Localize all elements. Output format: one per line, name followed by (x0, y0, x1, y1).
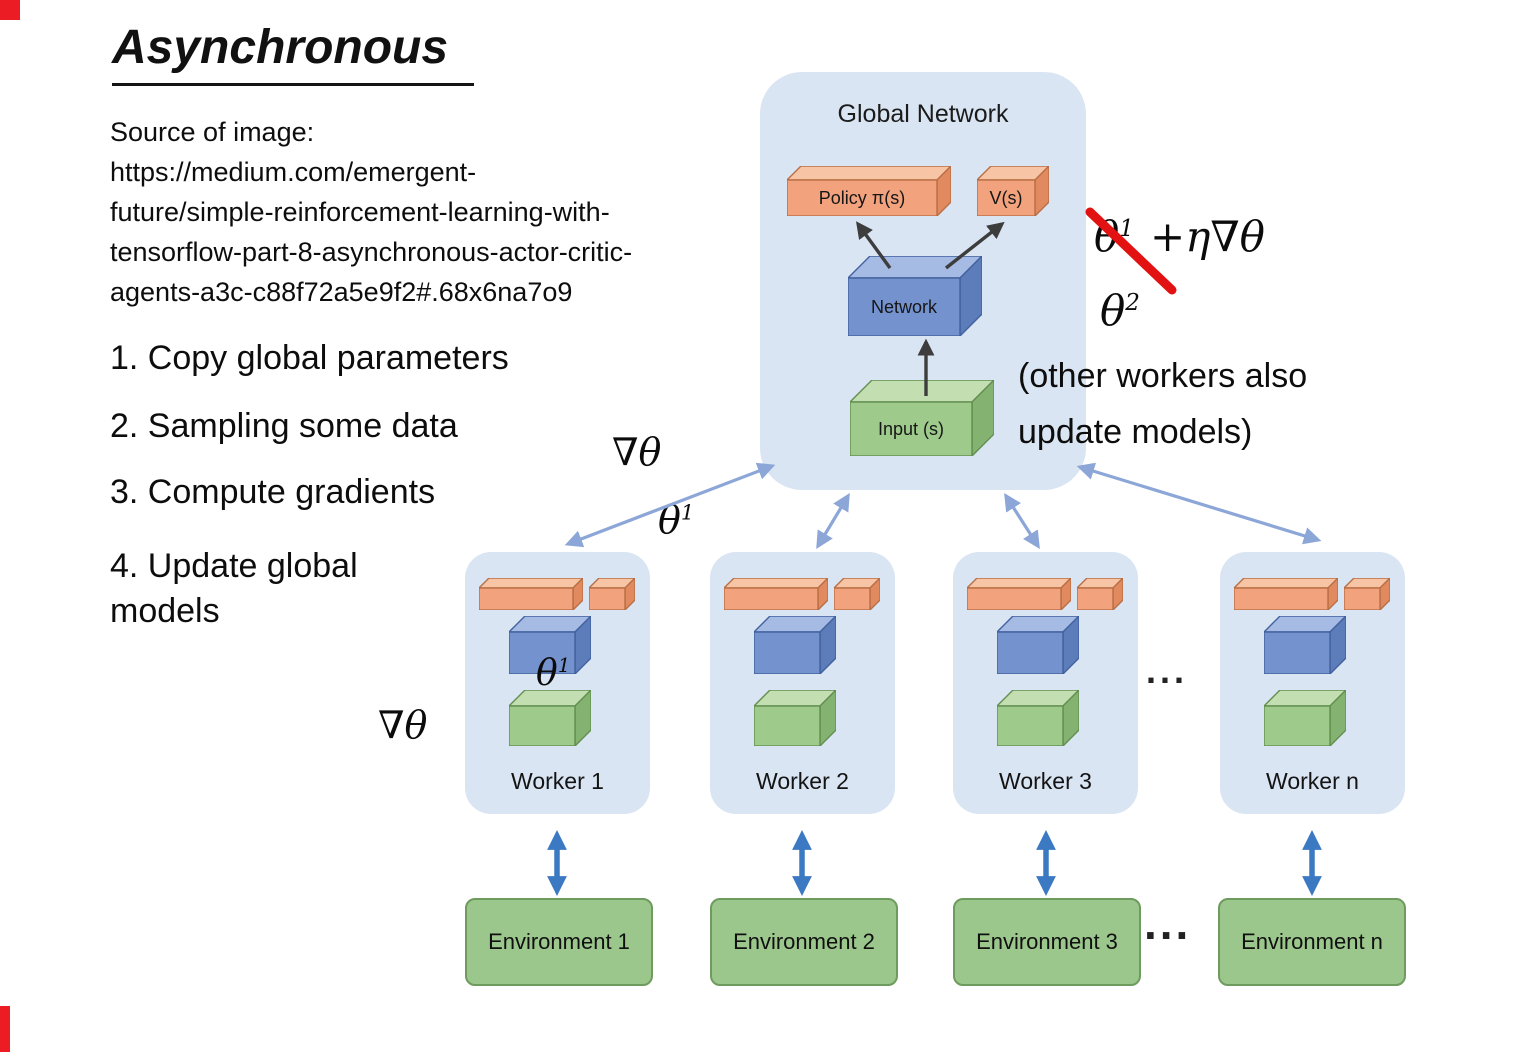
theta-superscript: 1 (1119, 216, 1134, 242)
theta-symbol: θ (536, 653, 558, 694)
workers-ellipsis: ... (1146, 650, 1189, 691)
worker-input-box (1264, 690, 1346, 746)
environment-box-2: Environment 2 (710, 898, 898, 986)
value-box-label: V(s) (989, 187, 1023, 208)
theta-superscript: 1 (680, 500, 695, 525)
value-box: V(s) (977, 166, 1049, 216)
theta-symbol: θ (1100, 286, 1126, 335)
note-line: update models) (1018, 413, 1253, 451)
red-mark-top-left (0, 0, 20, 20)
policy-box-label: Policy π(s) (818, 187, 906, 208)
update-rhs: +η∇θ (1150, 212, 1265, 261)
arrow-global-worker-2 (816, 492, 850, 550)
worker-panel-3: Worker 3 (953, 552, 1138, 814)
theta-symbol: θ (1094, 212, 1120, 261)
theta1-crossed-out: θ1 (1094, 212, 1134, 261)
source-line: https://medium.com/emergent- (110, 157, 477, 187)
worker-input-box (997, 690, 1079, 746)
update-rule-formula: θ1 +η∇θ (1094, 212, 1265, 261)
theta-superscript: 2 (1125, 290, 1140, 316)
input-box-label: Input (s) (877, 418, 945, 439)
step-compute-gradients: 3. Compute gradients (110, 473, 436, 511)
source-line: agents-a3c-c88f72a5e9f2#.68x6na7o9 (110, 277, 573, 307)
worker-input-box (509, 690, 591, 746)
theta-worker1-label: θ1 (536, 653, 570, 694)
environment-label: Environment n (1241, 929, 1383, 954)
worker-label: Worker 1 (511, 768, 604, 794)
worker-panel-2: Worker 2 (710, 552, 895, 814)
environment-label: Environment 2 (733, 929, 875, 954)
gradient-worker1-label: ∇θ (378, 703, 428, 747)
source-caption: Source of image: https://medium.com/emer… (110, 112, 770, 312)
environment-box-3: Environment 3 (953, 898, 1141, 986)
worker-input-box (754, 690, 836, 746)
gradient-to-global-label: ∇θ (612, 430, 662, 474)
worker-policy-box (1234, 578, 1338, 610)
theta-to-worker-label: θ1 (658, 498, 694, 542)
theta-superscript: 1 (557, 654, 571, 677)
worker-network-box (509, 616, 591, 674)
step-sampling-data: 2. Sampling some data (110, 407, 458, 445)
input-box: Input (s) (850, 380, 994, 456)
step-copy-parameters: 1. Copy global parameters (110, 339, 509, 377)
red-mark-bottom-left (0, 1006, 10, 1052)
worker-network-box (997, 616, 1079, 674)
worker-value-box (834, 578, 880, 610)
environment-box-1: Environment 1 (465, 898, 653, 986)
worker-label: Worker 3 (999, 768, 1092, 794)
worker-network-box (1264, 616, 1346, 674)
arrow-global-worker-n (1076, 462, 1322, 545)
step-update-models: 4. Update global models (110, 547, 358, 630)
worker-policy-box (967, 578, 1071, 610)
environment-box-n: Environment n (1218, 898, 1406, 986)
arrow-global-worker-3 (1004, 493, 1040, 549)
worker-network-box (754, 616, 836, 674)
network-box-label: Network (870, 296, 937, 317)
worker-label: Worker 2 (756, 768, 849, 794)
environment-label: Environment 1 (488, 929, 630, 954)
environments-ellipsis: ... (1144, 897, 1192, 949)
source-line: tensorflow-part-8-asynchronous-actor-cri… (110, 237, 633, 267)
theta2-formula: θ2 (1100, 286, 1140, 335)
global-network-title: Global Network (837, 100, 1009, 128)
worker-policy-box (479, 578, 583, 610)
worker-panel-n: Worker n (1220, 552, 1405, 814)
worker-policy-box (724, 578, 828, 610)
worker-panel-1: Worker 1 (465, 552, 650, 814)
note-line: (other workers also (1018, 357, 1308, 395)
worker-value-box (589, 578, 635, 610)
worker-value-box (1077, 578, 1123, 610)
theta-symbol: θ (658, 498, 681, 542)
network-box: Network (848, 256, 982, 336)
other-workers-note: (other workers also update models) (1018, 348, 1307, 460)
source-line: future/simple-reinforcement-learning-wit… (110, 197, 610, 227)
slide-title: Asynchronous (112, 20, 475, 86)
policy-box: Policy π(s) (787, 166, 951, 216)
source-line: Source of image: (110, 117, 315, 147)
environment-label: Environment 3 (976, 929, 1118, 954)
worker-value-box (1344, 578, 1390, 610)
worker-label: Worker n (1266, 768, 1359, 794)
